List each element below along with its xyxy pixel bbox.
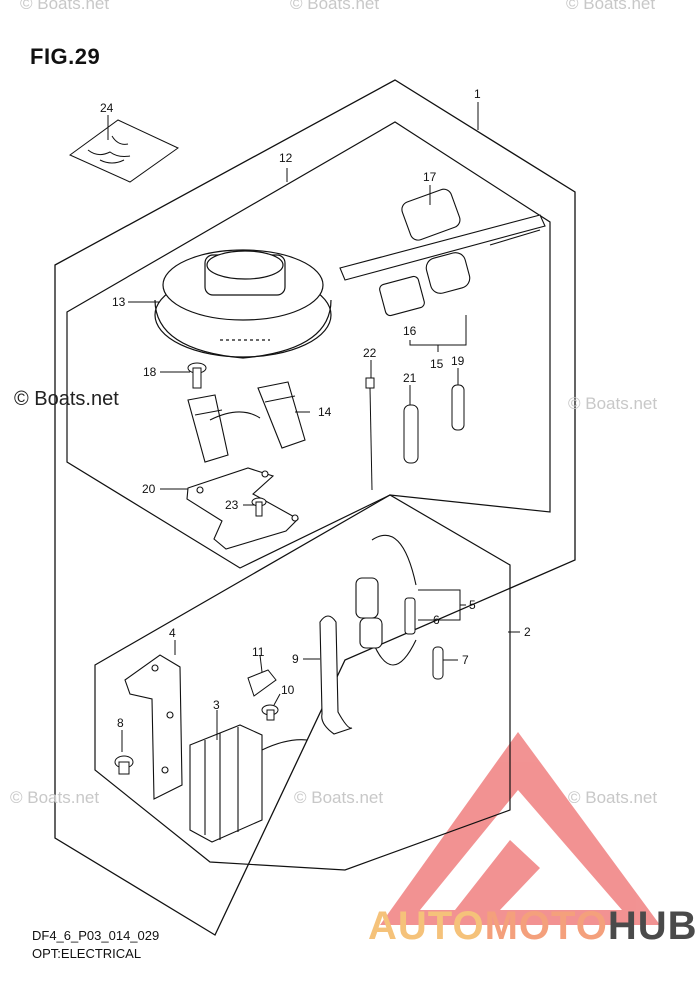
brand-part-moto: MOTO	[484, 904, 608, 948]
callout-4: 4	[169, 626, 176, 640]
callout-21: 21	[403, 371, 417, 385]
kit-outline-2	[94, 494, 511, 871]
callout-6: 6	[433, 613, 440, 627]
callout-11: 11	[252, 645, 265, 659]
part-19-clamp	[451, 384, 465, 431]
part-5-fuse-holder	[355, 534, 417, 666]
callout-22: 22	[363, 346, 377, 360]
watermark-bottom-right: © Boats.net	[568, 788, 658, 807]
figure-caption: OPT:ELECTRICAL	[32, 946, 142, 961]
callout-23: 23	[225, 498, 239, 512]
part-11-clip	[247, 669, 277, 697]
callout-17: 17	[423, 170, 437, 184]
callout-19: 19	[451, 354, 465, 368]
watermark-top-center: © Boats.net	[290, 0, 380, 13]
brand-part-hub: HUB	[607, 904, 698, 948]
part-18-screw	[187, 362, 207, 389]
watermark-middle-left: © Boats.net	[14, 388, 119, 410]
part-6-fuse	[404, 597, 416, 635]
part-8-grommet	[114, 755, 134, 775]
callout-8: 8	[117, 716, 124, 730]
watermark-top-left: © Boats.net	[20, 0, 110, 13]
callout-13: 13	[112, 295, 126, 309]
leader-lines	[107, 102, 520, 752]
callout-3: 3	[213, 698, 220, 712]
figure-code: DF4_6_P03_014_029	[32, 928, 160, 943]
part-22-tie	[365, 377, 375, 491]
watermark-middle-right: © Boats.net	[568, 394, 658, 413]
brand-wordmark: AUTOMOTOHUB	[368, 904, 698, 949]
part-16-connector	[379, 229, 541, 317]
callout-1: 1	[474, 87, 481, 101]
figure-title: FIG.29	[30, 44, 101, 69]
callout-9: 9	[292, 652, 299, 666]
callout-15: 15	[430, 357, 444, 371]
callout-2: 2	[524, 625, 531, 639]
watermark-bottom-left: © Boats.net	[10, 788, 100, 807]
part-3-rectifier	[189, 724, 308, 843]
part-17-connector	[339, 188, 546, 281]
part-23-screw	[251, 497, 267, 517]
part-9-bracket	[319, 615, 353, 735]
callout-16: 16	[403, 324, 417, 338]
callout-labels: 1 12 24 17 13 16 15 22 19 18 21 14 20 23…	[100, 87, 531, 730]
kit-outline-12	[66, 121, 551, 569]
callout-5: 5	[469, 598, 476, 612]
part-24-bag	[69, 119, 179, 183]
watermark-bottom-center: © Boats.net	[294, 788, 384, 807]
part-10-bolt	[261, 704, 279, 721]
callout-24: 24	[100, 101, 114, 115]
brand-part-auto: AUTO	[368, 904, 485, 948]
watermark-top-right: © Boats.net	[566, 0, 656, 13]
part-13-stator	[154, 249, 332, 359]
callout-12: 12	[279, 151, 293, 165]
part-14-brushes	[187, 381, 306, 463]
part-4-bracket	[124, 654, 183, 800]
part-20-plate	[186, 467, 299, 550]
callout-14: 14	[318, 405, 332, 419]
part-21-clamp	[403, 404, 419, 464]
part-7-clamp	[432, 646, 444, 680]
callout-20: 20	[142, 482, 156, 496]
callout-7: 7	[462, 653, 469, 667]
callout-10: 10	[281, 683, 295, 697]
callout-18: 18	[143, 365, 157, 379]
brand-triangle-logo	[380, 732, 660, 925]
